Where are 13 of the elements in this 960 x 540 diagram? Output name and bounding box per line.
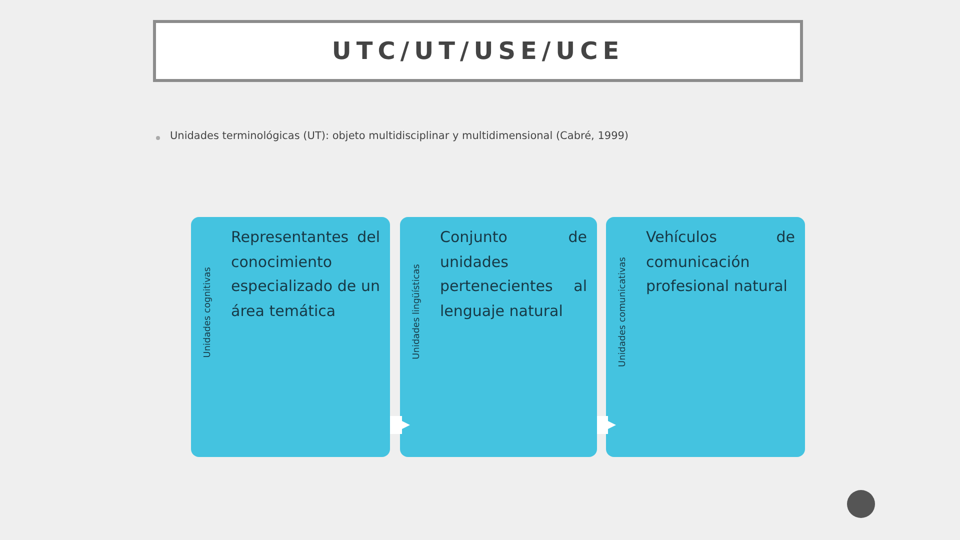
- slide-title: UTC/UT/USE/UCE: [332, 37, 624, 65]
- chevron-arrow: [597, 416, 616, 434]
- subtitle-text: Unidades terminológicas (UT): objeto multidisciplinar y multidimensional (Cabré, 1999): [170, 130, 629, 142]
- chevron-arrow: [390, 416, 410, 434]
- process-box: [191, 217, 390, 457]
- box-text: Vehículos de comunicación profesional natural: [646, 227, 795, 297]
- process-box: [606, 217, 805, 457]
- vertical-label: Unidades comunicativas: [618, 257, 628, 367]
- vertical-label: Unidades cognitivas: [203, 266, 213, 358]
- box-text: Representantes del conocimiento especializado de un área temática: [231, 227, 380, 322]
- process-box: [400, 217, 597, 457]
- vertical-label: Unidades lingüísticas: [412, 264, 422, 360]
- box-text: Conjunto de unidades pertenecientes al lenguaje natural: [440, 227, 587, 322]
